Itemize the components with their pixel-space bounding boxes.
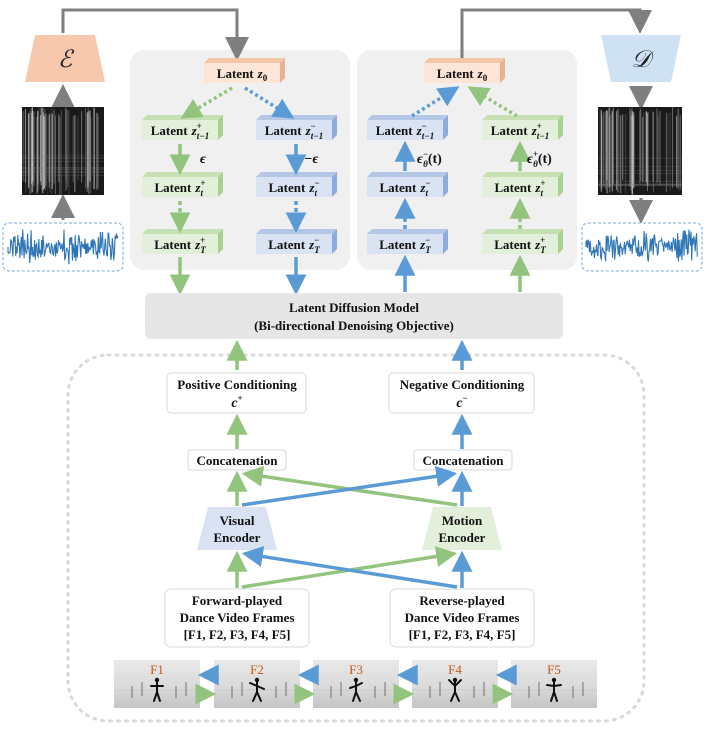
negative-conditioning-label: Negative Conditioning <box>400 377 525 392</box>
noise-positive-label: ϵ <box>200 152 207 167</box>
dancer-figure <box>349 677 363 702</box>
output-waveform-frame <box>581 222 703 272</box>
predicted-noise-positive-label: ϵ+θ(t) <box>527 149 552 169</box>
dancer-figure <box>150 677 164 702</box>
ldm-subtitle: (Bi-directional Denoising Objective) <box>254 318 454 333</box>
positive-conditioning-box: Positive Conditioning c+ <box>166 372 307 414</box>
svg-text:Encoder: Encoder <box>439 530 486 545</box>
video-frame: F3 <box>313 660 399 708</box>
predicted-noise-negative-label: ϵ−θ(t) <box>417 149 442 169</box>
forward-frames-box: Forward-played Dance Video Frames [F1, F… <box>164 588 310 648</box>
encoder-block: ℰ <box>25 35 105 82</box>
visual-encoder: Visual Encoder <box>197 507 277 550</box>
encoder-symbol: ℰ <box>58 47 75 73</box>
svg-text:c+: c+ <box>231 393 242 411</box>
left-concatenation-box: Concatenation <box>187 449 287 471</box>
svg-text:[F1, F2, F3, F4, F5]: [F1, F2, F3, F4, F5] <box>184 627 291 642</box>
svg-text:Dance Video Frames: Dance Video Frames <box>180 610 295 625</box>
frame-label: F4 <box>448 662 462 677</box>
latent-diffusion-model-box: Latent Diffusion Model (Bi-directional D… <box>145 293 563 339</box>
encoder-shape <box>25 35 105 82</box>
svg-text:Encoder: Encoder <box>214 530 261 545</box>
svg-text:Concatenation: Concatenation <box>197 453 279 468</box>
frame-label: F3 <box>349 662 363 677</box>
video-frames-strip: F1 F2 F3 F4 F5 <box>114 660 597 708</box>
noise-negative-label: −ϵ <box>304 152 319 167</box>
reverse-to-visual-cross-arrow <box>241 546 458 589</box>
conditioning-region <box>66 353 646 723</box>
svg-text:Reverse-played: Reverse-played <box>419 593 505 608</box>
negative-conditioning-box: Negative Conditioning c− <box>388 372 535 414</box>
decoder-block: 𝒟 <box>601 35 681 82</box>
right-positive-to-z0-dotted-arrow <box>467 86 518 118</box>
output-waveform <box>585 229 698 262</box>
svg-text:c−: c− <box>456 393 467 411</box>
z0-to-negative-dotted-arrow <box>244 86 295 119</box>
video-frame: F4 <box>412 660 498 708</box>
dancer-figure <box>249 677 265 702</box>
svg-text:Dance Video Frames: Dance Video Frames <box>405 610 520 625</box>
right-concatenation-box: Concatenation <box>413 449 513 471</box>
dancer-figure <box>546 677 562 702</box>
svg-text:[F1, F2, F3, F4, F5]: [F1, F2, F3, F4, F5] <box>409 627 516 642</box>
latent-to-decoder-connection <box>460 8 652 60</box>
frame-label: F5 <box>547 662 561 677</box>
input-waveform <box>7 229 119 265</box>
svg-text:Concatenation: Concatenation <box>423 453 505 468</box>
output-spectrogram <box>598 107 682 195</box>
visual-to-right-concat-cross-arrow <box>241 465 458 507</box>
svg-text:Visual: Visual <box>220 513 255 528</box>
motion-encoder: Motion Encoder <box>422 507 502 550</box>
input-spectrogram <box>22 107 104 195</box>
right-negative-to-z0-dotted-arrow <box>411 86 460 118</box>
dancer-figure <box>448 677 462 702</box>
encoder-to-latent-connection <box>61 8 249 61</box>
svg-text:Motion: Motion <box>442 513 483 528</box>
positive-conditioning-label: Positive Conditioning <box>177 377 297 392</box>
video-frame: F2 <box>214 660 300 708</box>
video-frame: F5 <box>511 660 597 708</box>
reverse-frames-box: Reverse-played Dance Video Frames [F1, F… <box>389 588 535 648</box>
svg-text:Forward-played: Forward-played <box>192 593 283 608</box>
frame-label: F2 <box>250 662 264 677</box>
decoder-shape <box>601 35 681 82</box>
video-frame: F1 <box>114 660 200 708</box>
ldm-title: Latent Diffusion Model <box>289 300 419 315</box>
frame-label: F1 <box>150 662 164 677</box>
